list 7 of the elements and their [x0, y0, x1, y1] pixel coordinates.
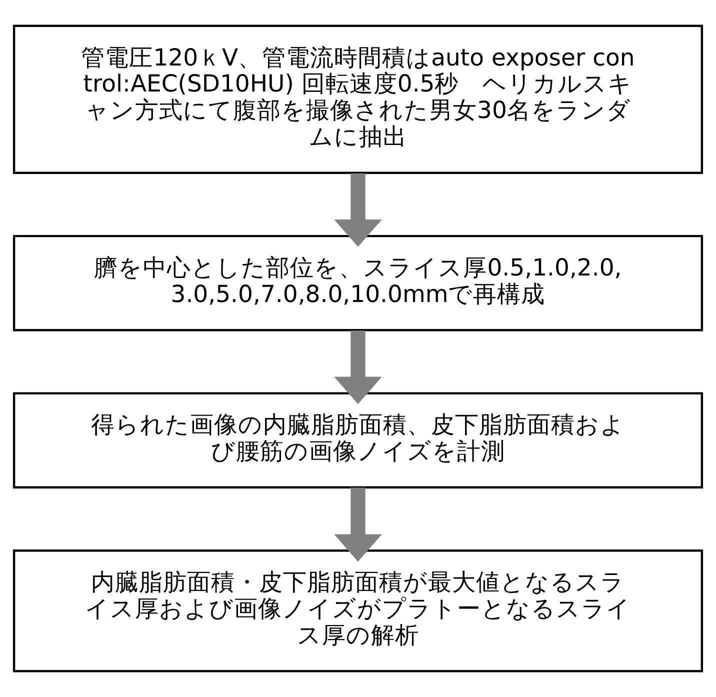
node-box: 得られた画像の内臓脂肪面積、皮下脂肪面積および腰筋の画像ノイズを計測: [12, 392, 704, 488]
arrow: [334, 173, 382, 247]
node-box: 内臓脂肪面積・皮下脂肪面積が最大値となるスライス厚および画像ノイズがプラトーとなるスライス厚の解析: [12, 550, 704, 672]
node-box: 管電圧120ｋV、管電流時間積はauto exposer control:AEC(SD10HU) 回転速度0.5秒 ヘリカルスキャン方式にて腹部を撮像された男女30名をランダムに抽出: [12, 24, 704, 174]
node-box: 臍を中心とした部位を、スライス厚0.5,1.0,2.0,3.0,5.0,7.0,8.0,10.0mmで再構成: [12, 234, 704, 332]
arrow: [334, 488, 382, 562]
arrow: [334, 330, 382, 404]
